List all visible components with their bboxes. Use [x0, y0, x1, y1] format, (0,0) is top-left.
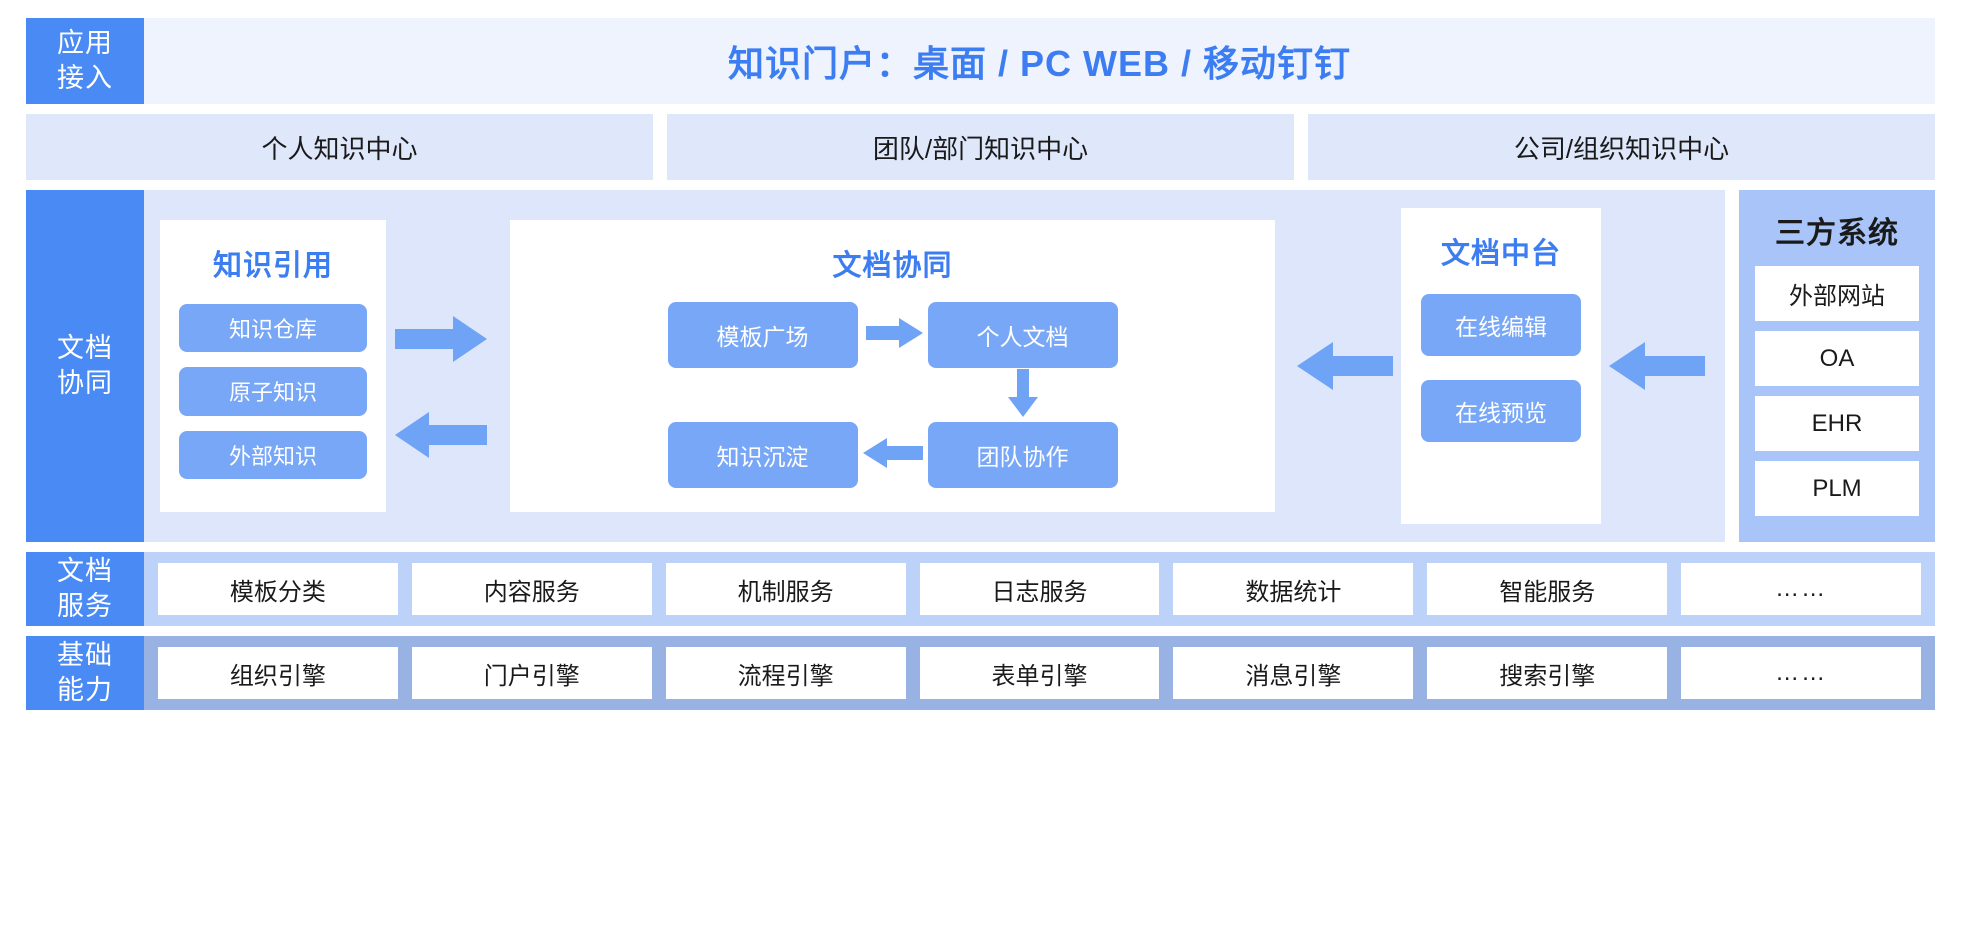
card-title-document-collaboration: 文档协同 — [832, 250, 953, 282]
knowledge-center-personal[interactable]: 个人知识中心 — [26, 114, 653, 180]
arrow-right-icon — [862, 317, 923, 353]
third-party-item-ehr[interactable]: EHR — [1755, 396, 1919, 451]
node-template-plaza[interactable]: 模板广场 — [667, 302, 858, 368]
service-item-data-statistics[interactable]: 数据统计 — [1173, 563, 1414, 615]
node-knowledge-repository[interactable]: 知识仓库 — [179, 304, 367, 353]
node-online-preview[interactable]: 在线预览 — [1421, 380, 1581, 442]
node-external-knowledge[interactable]: 外部知识 — [179, 430, 367, 479]
side-label-line-1: 文档 — [57, 556, 113, 587]
base-capability-items: 组织引擎 门户引擎 流程引擎 表单引擎 消息引擎 搜索引擎 …… — [144, 636, 1935, 710]
third-party-item-external-website[interactable]: 外部网站 — [1755, 266, 1919, 321]
node-knowledge-precipitation[interactable]: 知识沉淀 — [667, 422, 858, 488]
card-document-collaboration: 文档协同 模板广场 个人文档 — [510, 220, 1275, 512]
side-label-line-1: 文档 — [57, 333, 113, 364]
portal-row: 应用 接入 知识门户：桌面 / PC WEB / 移动钉钉 — [26, 18, 1935, 104]
node-atomic-knowledge[interactable]: 原子知识 — [179, 367, 367, 416]
service-item-log-service[interactable]: 日志服务 — [919, 563, 1160, 615]
arrow-left-icon — [1297, 342, 1393, 390]
arrow-group-quote-to-collab — [386, 198, 496, 534]
arrow-left-icon — [1609, 342, 1705, 390]
card-title-knowledge-quote: 知识引用 — [212, 250, 333, 282]
arrow-platform-to-collab — [1289, 198, 1401, 534]
capability-item-more[interactable]: …… — [1681, 647, 1922, 699]
capability-item-search-engine[interactable]: 搜索引擎 — [1427, 647, 1668, 699]
side-label-line-2: 协同 — [57, 368, 113, 398]
capability-item-portal-engine[interactable]: 门户引擎 — [411, 647, 652, 699]
service-item-more[interactable]: …… — [1681, 563, 1922, 615]
document-service-items: 模板分类 内容服务 机制服务 日志服务 数据统计 智能服务 …… — [144, 552, 1935, 626]
arrow-down-icon — [1007, 368, 1038, 422]
side-label-document-collaboration: 文档 协同 — [26, 190, 144, 542]
side-label-line-2: 服务 — [57, 591, 113, 621]
card-title-document-platform: 文档中台 — [1440, 238, 1561, 270]
base-capability-row: 基础 能力 组织引擎 门户引擎 流程引擎 表单引擎 消息引擎 搜索引擎 …… — [26, 636, 1935, 710]
third-party-title: 三方系统 — [1775, 217, 1899, 250]
third-party-item-oa[interactable]: OA — [1755, 331, 1919, 386]
portal-title: 知识门户：桌面 / PC WEB / 移动钉钉 — [727, 43, 1351, 84]
knowledge-center-company[interactable]: 公司/组织知识中心 — [1308, 114, 1935, 180]
card-document-platform: 文档中台 在线编辑 在线预览 — [1401, 208, 1601, 524]
side-label-application-access: 应用 接入 — [26, 18, 144, 104]
side-label-line-1: 应用 — [57, 28, 113, 59]
panel-third-party-systems: 三方系统 外部网站 OA EHR PLM — [1739, 190, 1935, 542]
service-item-intelligent-service[interactable]: 智能服务 — [1427, 563, 1668, 615]
service-item-template-classification[interactable]: 模板分类 — [158, 563, 398, 615]
arrow-left-icon — [862, 437, 923, 473]
card-knowledge-quote: 知识引用 知识仓库 原子知识 外部知识 — [160, 220, 386, 512]
side-label-line-2: 接入 — [57, 63, 113, 93]
service-item-mechanism-service[interactable]: 机制服务 — [665, 563, 906, 615]
node-personal-document[interactable]: 个人文档 — [927, 302, 1118, 368]
document-service-row: 文档 服务 模板分类 内容服务 机制服务 日志服务 数据统计 智能服务 …… — [26, 552, 1935, 626]
knowledge-center-team[interactable]: 团队/部门知识中心 — [667, 114, 1294, 180]
side-label-line-1: 基础 — [57, 640, 113, 671]
main-band-body: 知识引用 知识仓库 原子知识 外部知识 — [144, 190, 1725, 542]
capability-item-form-engine[interactable]: 表单引擎 — [919, 647, 1160, 699]
capability-item-process-engine[interactable]: 流程引擎 — [665, 647, 906, 699]
capability-item-message-engine[interactable]: 消息引擎 — [1173, 647, 1414, 699]
arrow-right-icon — [395, 316, 487, 362]
node-team-collaboration[interactable]: 团队协作 — [927, 422, 1118, 488]
knowledge-centers-row: 个人知识中心 团队/部门知识中心 公司/组织知识中心 — [26, 114, 1935, 180]
collaboration-flow-grid: 模板广场 个人文档 知识沉淀 — [667, 300, 1118, 490]
document-collaboration-row: 文档 协同 知识引用 知识仓库 原子知识 外部知识 — [26, 190, 1935, 542]
capability-item-organization-engine[interactable]: 组织引擎 — [158, 647, 398, 699]
arrow-thirdparty-to-platform — [1601, 198, 1713, 534]
side-label-base-capability: 基础 能力 — [26, 636, 144, 710]
side-label-document-service: 文档 服务 — [26, 552, 144, 626]
service-item-content-service[interactable]: 内容服务 — [411, 563, 652, 615]
third-party-item-plm[interactable]: PLM — [1755, 461, 1919, 516]
arrow-left-icon — [395, 412, 487, 458]
node-online-edit[interactable]: 在线编辑 — [1421, 294, 1581, 356]
side-label-line-2: 能力 — [57, 675, 113, 705]
